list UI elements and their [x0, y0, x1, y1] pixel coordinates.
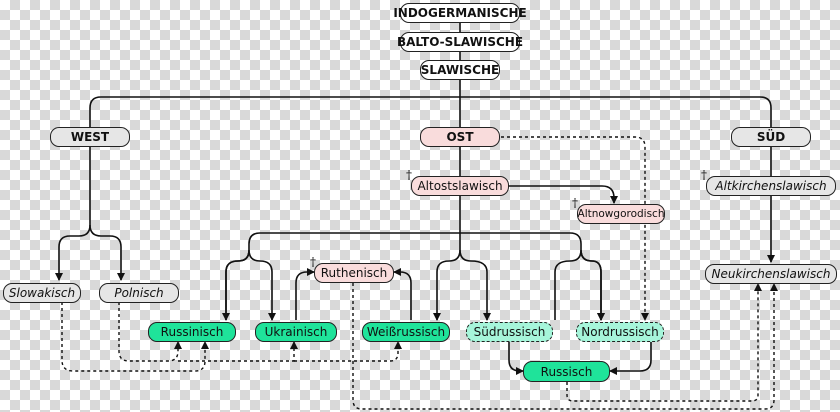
- edge-altost-altnowgorod: [509, 185, 618, 204]
- edge-branch-suedrussisch: [459, 249, 491, 321]
- edge-branch-russinisch-ukrainisch: [225, 249, 272, 320]
- edge-branch-weissrussisch: [433, 233, 461, 321]
- edge-suedrussisch-russisch: [508, 342, 524, 375]
- node-ukrainisch: Ukrainisch: [255, 322, 337, 342]
- node-balto-slawische: BALTO-SLAWISCHE: [397, 32, 523, 52]
- node-altkirchenslawisch: Altkirchenslawisch: [706, 176, 836, 196]
- edge-dotted-russisch-neukirchen: [566, 283, 762, 402]
- edge-branch-russinisch-ukrainisch-2: [222, 249, 250, 321]
- node-sued: SÜD: [731, 127, 811, 147]
- node-russisch: Russisch: [523, 361, 610, 382]
- node-russinisch: Russinisch: [148, 322, 236, 342]
- edge-dotted-ruthenisch-neukirchen: [352, 283, 778, 410]
- node-weissrussisch: Weißrussisch: [362, 322, 450, 342]
- node-ruthenisch: Ruthenisch: [314, 263, 394, 283]
- node-altostslawisch: Altostslawisch: [411, 176, 509, 196]
- edge-dotted-polnisch-weissrussisch: [294, 341, 402, 362]
- node-polnisch: Polnisch: [99, 283, 179, 303]
- node-west: WEST: [50, 127, 130, 147]
- extinct-marker-altnowgorodisch: †: [572, 196, 578, 210]
- edge-nordrussisch-russisch: [609, 342, 652, 375]
- edge-dotted-polnisch-russinisch: [118, 302, 182, 362]
- node-suedrussisch: Südrussisch: [466, 322, 553, 342]
- node-nordrussisch: Nordrussisch: [576, 322, 664, 342]
- node-slawische: SLAWISCHE: [420, 60, 500, 80]
- edge-weissrussisch-ruthenisch: [393, 268, 412, 320]
- edge-slaw-branches: [89, 79, 772, 128]
- extinct-marker-altkirchenslawisch: †: [701, 168, 707, 182]
- edge-ukrainisch-ruthenisch: [295, 268, 315, 320]
- node-ost: OST: [420, 127, 500, 147]
- extinct-marker-altostslawisch: †: [406, 168, 412, 182]
- edge-dotted-slowakisch-russinisch: [61, 302, 209, 372]
- edge-west-slowakisch: [55, 224, 91, 281]
- edge-dotted-ost-nordrussisch: [501, 136, 649, 321]
- node-neukirchenslawisch: Neukirchenslawisch: [705, 264, 837, 284]
- node-indogermanische: INDOGERMANISCHE: [393, 3, 527, 23]
- edge-dotted-polnisch-ukrainisch: [178, 341, 298, 362]
- node-slowakisch: Slowakisch: [3, 283, 81, 303]
- edge-west-polnisch: [89, 224, 125, 281]
- extinct-marker-ruthenisch: †: [310, 255, 316, 269]
- edge-east-branch: [248, 232, 582, 250]
- edge-branch-nordrussisch: [580, 249, 605, 321]
- node-altnowgorodisch: Altnowgorodisch: [577, 204, 665, 224]
